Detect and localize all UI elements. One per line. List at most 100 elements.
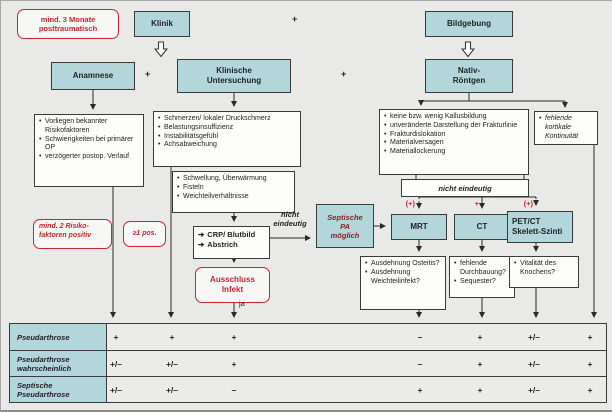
table-row: Pseudarthrose + + + – + +/– + bbox=[10, 324, 606, 350]
septische-pa-label: Septische PA möglich bbox=[327, 212, 363, 240]
klinische-untersuchung-label: Klinische Untersuchung bbox=[206, 66, 262, 85]
plus-sign-mid: + bbox=[341, 69, 347, 79]
bildgebung-label: Bildgebung bbox=[447, 19, 491, 29]
ct-label: CT bbox=[476, 222, 488, 232]
finding-item: Achsabweichung bbox=[156, 141, 298, 150]
lokalbefund-box: Schwellung, Überwärmung Fisteln Weichtei… bbox=[172, 171, 295, 213]
table-cell: + bbox=[231, 332, 237, 342]
hollow-down-arrow-icon bbox=[461, 41, 475, 58]
ausschluss-infekt-label: Ausschluss Infekt bbox=[210, 275, 255, 294]
klinik-label: Klinik bbox=[151, 19, 173, 29]
ct-sign: + bbox=[474, 199, 479, 208]
table-cell: + bbox=[587, 332, 593, 342]
mrt-label: MRT bbox=[410, 222, 428, 232]
node-nativ-roentgen: Nativ- Röntgen bbox=[425, 59, 513, 93]
table-cell: +/– bbox=[527, 384, 541, 395]
table-cell: + bbox=[417, 384, 423, 395]
finding-item: keine bzw. wenig Kallusbildung bbox=[382, 113, 526, 122]
klinische-findings-box: Schmerzen/ lokaler Druckschmerz Belastun… bbox=[153, 111, 301, 167]
node-pet-ct: PET/CT Skelett-Szinti bbox=[507, 211, 573, 243]
table-cell: + bbox=[169, 332, 175, 342]
table-cell: + bbox=[231, 358, 237, 369]
table-cell: +/– bbox=[165, 358, 179, 369]
finding-item: Vorliegen bekannter Risikofaktoren bbox=[37, 118, 141, 136]
question-item: Sequester? bbox=[452, 278, 512, 287]
plus-sign-left: + bbox=[145, 69, 151, 79]
table-cell: – bbox=[417, 358, 423, 369]
mrt-questions-box: Ausdehnung Osteitis? Ausdehnung Weichtei… bbox=[360, 256, 446, 310]
septische-pa-box: Septische PA möglich bbox=[316, 204, 374, 248]
labor-item: Abstrich bbox=[207, 239, 238, 249]
table-cell: +/– bbox=[527, 332, 541, 342]
ein-positiv-label: ≥1 pos. bbox=[132, 229, 157, 237]
pet-questions-box: Vitalität des Knochens? bbox=[509, 256, 579, 288]
labor-item: CRP/ Blutbild bbox=[207, 230, 256, 239]
table-cell: +/– bbox=[109, 384, 123, 395]
table-cell: + bbox=[587, 358, 593, 369]
node-mrt: MRT bbox=[391, 214, 447, 240]
plus-sign-top: + bbox=[292, 14, 298, 24]
table-cell: +/– bbox=[109, 358, 123, 369]
row-header: Pseudarthrose wahrscheinlich bbox=[10, 351, 107, 376]
ein-positiv-condition: ≥1 pos. bbox=[123, 221, 166, 247]
finding-item: Materiallockerung bbox=[382, 148, 526, 157]
kortikal-box: fehlende kortikale Kontinuität bbox=[534, 111, 598, 145]
risikofaktoren-label: mind. 2 Risiko- faktoren positiv bbox=[39, 223, 92, 239]
table-cell: + bbox=[477, 384, 483, 395]
precondition-box: mind. 3 Monate posttraumatisch bbox=[17, 9, 119, 39]
hollow-down-arrow-icon bbox=[154, 41, 168, 58]
table-row: Pseudarthrose wahrscheinlich +/– +/– + –… bbox=[10, 350, 606, 376]
row-header: Septische Pseudarthrose bbox=[10, 377, 107, 402]
question-item: fehlende Durchbauung? bbox=[452, 260, 512, 278]
table-cell: +/– bbox=[165, 384, 179, 395]
node-klinik: Klinik bbox=[134, 11, 190, 37]
table-cell: + bbox=[587, 384, 593, 395]
finding-item: Weichteilverhältnisse bbox=[175, 193, 292, 202]
result-table: Pseudarthrose + + + – + +/– + Pseudarthr… bbox=[9, 323, 607, 403]
question-item: Ausdehnung Weichteilinfekt? bbox=[363, 269, 443, 287]
pet-sign: (+) bbox=[523, 199, 533, 208]
finding-item: Belastungsinsuffizienz bbox=[156, 124, 298, 133]
node-klinische-untersuchung: Klinische Untersuchung bbox=[177, 59, 291, 93]
nicht-eindeutig-right-label: nicht eindeutig bbox=[438, 183, 492, 193]
finding-item: Schwierigkeiten bei primärer OP bbox=[37, 136, 141, 154]
finding-item: Schmerzen/ lokaler Druckschmerz bbox=[156, 115, 298, 124]
right-arrow-icon: ➔ bbox=[198, 230, 205, 239]
precondition-label: mind. 3 Monate posttraumatisch bbox=[38, 14, 98, 33]
labor-box: ➔CRP/ Blutbild ➔Abstrich bbox=[193, 226, 270, 259]
row-header: Pseudarthrose bbox=[10, 324, 107, 350]
table-cell: – bbox=[417, 332, 423, 342]
table-cell: + bbox=[477, 358, 483, 369]
finding-item: Fisteln bbox=[175, 184, 292, 193]
anamnese-label: Anamnese bbox=[72, 71, 114, 81]
roentgen-findings-box: keine bzw. wenig Kallusbildung unverände… bbox=[379, 109, 529, 175]
finding-item: verzögerter postop. Verlauf bbox=[37, 153, 141, 162]
right-arrow-icon: ➔ bbox=[198, 239, 205, 249]
finding-item: fehlende kortikale Kontinuität bbox=[537, 115, 595, 141]
finding-item: Schwellung, Überwärmung bbox=[175, 175, 292, 184]
table-row: Septische Pseudarthrose +/– +/– – + + +/… bbox=[10, 376, 606, 402]
nativ-roentgen-label: Nativ- Röntgen bbox=[452, 66, 486, 85]
finding-item: Frakturdislokation bbox=[382, 131, 526, 140]
node-ct: CT bbox=[454, 214, 510, 240]
table-cell: +/– bbox=[527, 358, 541, 369]
table-cell: + bbox=[113, 332, 119, 342]
pet-ct-label: PET/CT Skelett-Szinti bbox=[512, 217, 563, 236]
question-item: Vitalität des Knochens? bbox=[512, 260, 576, 278]
node-bildgebung: Bildgebung bbox=[425, 11, 513, 37]
ct-questions-box: fehlende Durchbauung? Sequester? bbox=[449, 256, 515, 298]
ja-label: ja bbox=[239, 299, 245, 308]
ausschluss-infekt-box: Ausschluss Infekt bbox=[195, 267, 270, 303]
finding-item: unveränderte Darstellung der Frakturlini… bbox=[382, 122, 526, 131]
finding-item: Materialversagen bbox=[382, 139, 526, 148]
table-cell: – bbox=[231, 384, 237, 395]
nicht-eindeutig-right-box: nicht eindeutig bbox=[401, 179, 529, 197]
node-anamnese: Anamnese bbox=[51, 62, 135, 90]
question-item: Ausdehnung Osteitis? bbox=[363, 260, 443, 269]
mrt-sign: (+) bbox=[405, 199, 415, 208]
anamnese-findings-box: Vorliegen bekannter Risikofaktoren Schwi… bbox=[34, 114, 144, 187]
nicht-eindeutig-left-label: nicht eindeutig bbox=[273, 210, 307, 228]
table-cell: + bbox=[477, 332, 483, 342]
